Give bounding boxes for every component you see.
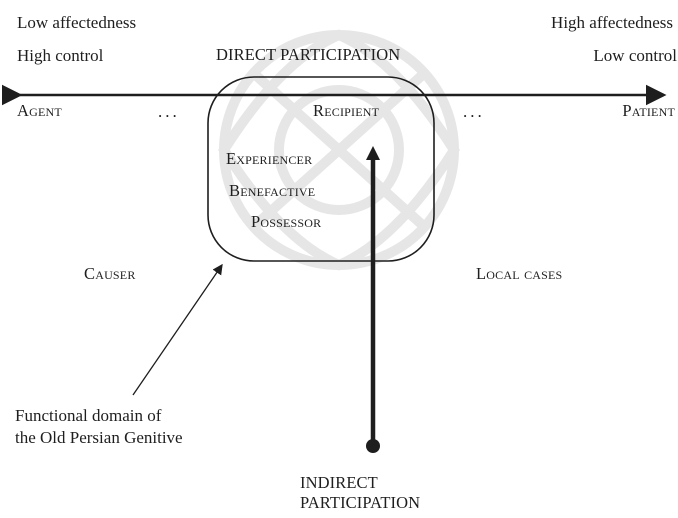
functional-domain-label-line2: the Old Persian Genitive [15,428,183,447]
functional-domain-pointer-arrow [132,263,223,396]
direct-participation-label: DIRECT PARTICIPATION [216,45,401,64]
low-affectedness-label: Low affectedness [17,13,137,32]
possessor-label: Possessor [251,212,322,231]
high-control-label: High control [17,46,104,65]
functional-domain-box [207,76,435,262]
recipient-label: Recipient [313,101,380,120]
agent-label: Agent [17,101,62,120]
ellipsis-left: ... [158,102,180,121]
local-cases-label: Local cases [476,264,563,283]
ellipsis-right: ... [463,102,485,121]
functional-domain-label-line1: Functional domain of [15,406,162,425]
indirect-participation-label-line2: PARTICIPATION [300,493,421,512]
experiencer-label: Experiencer [226,149,313,168]
low-control-label: Low control [593,46,677,65]
patient-label: Patient [622,101,675,120]
indirect-participation-label-line1: INDIRECT [300,473,378,492]
causer-label: Causer [84,264,136,283]
benefactive-label: Benefactive [229,181,316,200]
high-affectedness-label: High affectedness [551,13,673,32]
indirect-participation-dot [366,439,380,453]
indirect-arrow-head-icon [366,146,380,160]
